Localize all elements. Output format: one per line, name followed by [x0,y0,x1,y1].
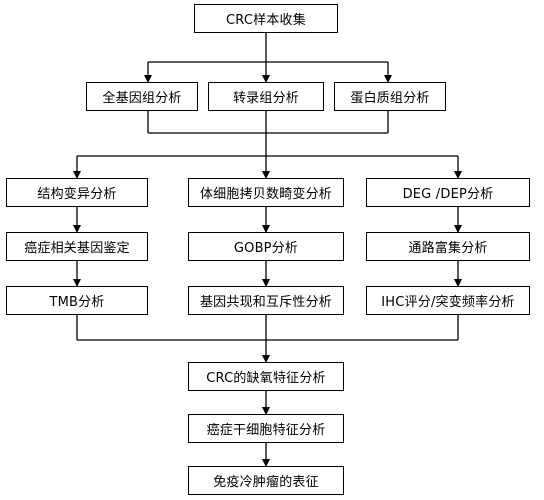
box-tmb-analysis: TMB分析 [6,286,148,315]
box-deg-dep-analysis: DEG /DEP分析 [366,178,530,207]
box-proteome-analysis: 蛋白质组分析 [334,82,446,111]
box-immune-cold-tumor-characterization: 免疫冷肿瘤的表征 [188,466,344,495]
box-cooccurrence-exclusivity-analysis: 基因共现和互斥性分析 [188,286,344,315]
box-cancer-gene-identification: 癌症相关基因鉴定 [6,232,148,261]
box-ihc-mutation-frequency-analysis: IHC评分/突变频率分析 [366,286,530,315]
box-whole-genome-analysis: 全基因组分析 [86,82,198,111]
box-transcriptome-analysis: 转录组分析 [208,82,324,111]
box-somatic-cna-analysis: 体细胞拷贝数畸变分析 [188,178,344,207]
box-crc-hypoxia-analysis: CRC的缺氧特征分析 [188,362,344,391]
box-gobp-analysis: GOBP分析 [188,232,344,261]
box-pathway-enrichment-analysis: 通路富集分析 [366,232,530,261]
box-crc-sample-collection: CRC样本收集 [194,4,338,33]
box-cancer-stem-cell-analysis: 癌症干细胞特征分析 [188,414,344,443]
box-structural-variant-analysis: 结构变异分析 [6,178,148,207]
